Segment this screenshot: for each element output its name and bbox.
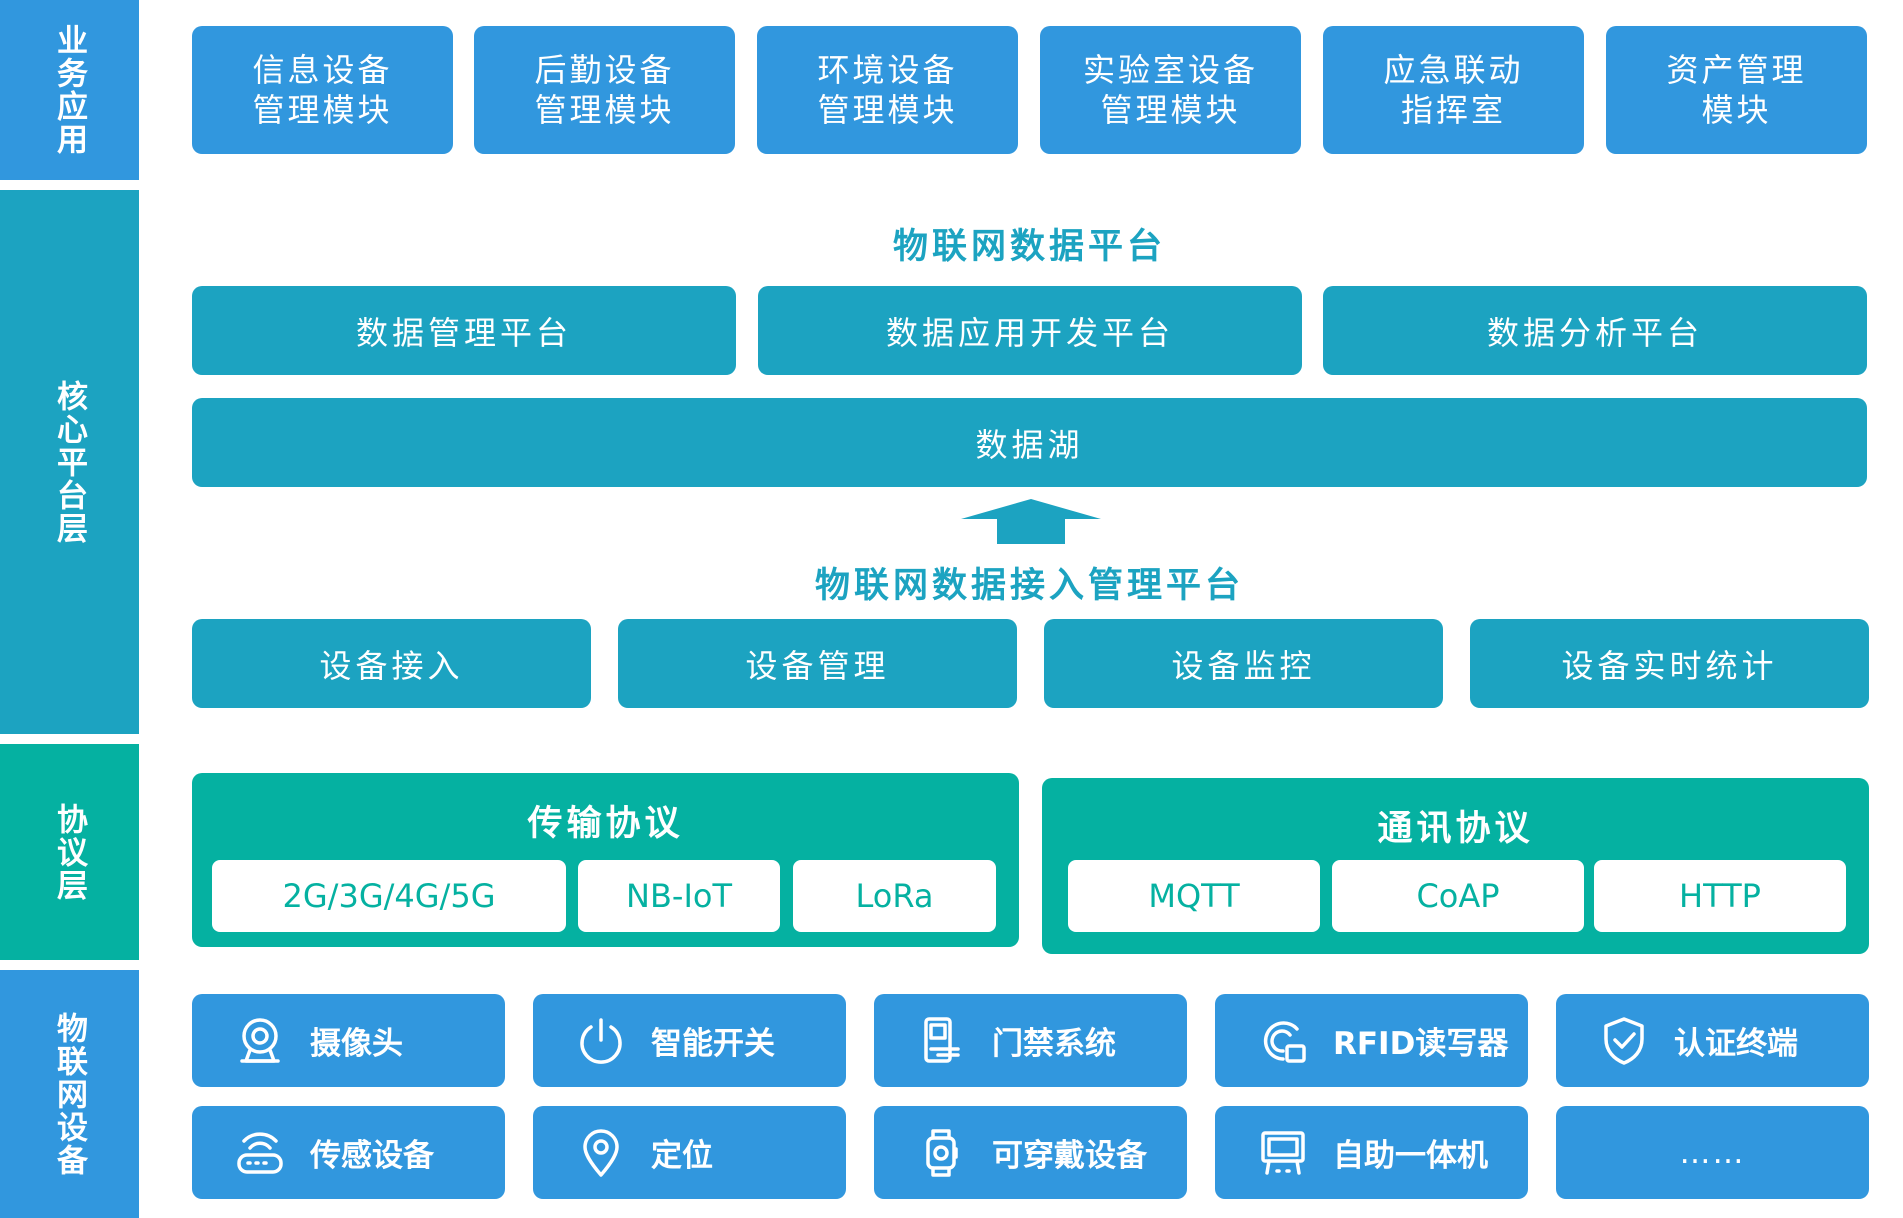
device-label: 定位 xyxy=(651,1138,713,1174)
shield-check-icon xyxy=(1598,1015,1650,1067)
app-module-label: 环境设备 管理模块 xyxy=(817,51,958,129)
app-module-lab-devices[interactable]: 实验室设备 管理模块 xyxy=(1040,26,1301,154)
device-location[interactable]: 定位 xyxy=(533,1106,846,1199)
access-module-device-management[interactable]: 设备管理 xyxy=(618,619,1017,708)
protocol-item-http[interactable]: HTTP xyxy=(1594,860,1846,932)
device-auth-terminal[interactable]: 认证终端 xyxy=(1556,994,1869,1087)
platform-data-management[interactable]: 数据管理平台 xyxy=(192,286,736,375)
app-module-label: 资产管理 模块 xyxy=(1666,51,1807,129)
device-wearable[interactable]: 可穿戴设备 xyxy=(874,1106,1187,1199)
location-pin-icon xyxy=(575,1127,627,1179)
layer-label-devices: 物联网设备 xyxy=(0,970,139,1218)
data-lake[interactable]: 数据湖 xyxy=(192,398,1867,487)
app-module-asset-management[interactable]: 资产管理 模块 xyxy=(1606,26,1867,154)
rfid-reader-icon xyxy=(1257,1015,1309,1067)
device-label: 摄像头 xyxy=(310,1026,403,1062)
data-platform-title: 物联网数据平台 xyxy=(892,227,1166,267)
app-module-environment-devices[interactable]: 环境设备 管理模块 xyxy=(757,26,1018,154)
transport-protocol-title: 传输协议 xyxy=(527,804,684,844)
device-label: 智能开关 xyxy=(651,1026,775,1062)
device-label: 认证终端 xyxy=(1674,1026,1798,1062)
app-module-emergency-command[interactable]: 应急联动 指挥室 xyxy=(1323,26,1584,154)
communication-protocol-title: 通讯协议 xyxy=(1377,809,1534,849)
layer-label-core: 核心平台层 xyxy=(0,190,139,734)
protocol-item-lora[interactable]: LoRa xyxy=(793,860,996,932)
communication-protocol-group: 通讯协议 MQTT CoAP HTTP xyxy=(1042,778,1869,954)
protocol-item-cellular[interactable]: 2G/3G/4G/5G xyxy=(212,860,566,932)
device-smart-switch[interactable]: 智能开关 xyxy=(533,994,846,1087)
device-sensor[interactable]: 传感设备 xyxy=(192,1106,505,1199)
app-module-label: 后勤设备 管理模块 xyxy=(534,51,675,129)
device-more[interactable]: …… xyxy=(1556,1106,1869,1199)
device-label: 传感设备 xyxy=(310,1138,434,1174)
protocol-item-nb-iot[interactable]: NB-IoT xyxy=(578,860,780,932)
sensor-icon xyxy=(234,1127,286,1179)
app-module-info-devices[interactable]: 信息设备 管理模块 xyxy=(192,26,453,154)
protocol-item-mqtt[interactable]: MQTT xyxy=(1068,860,1320,932)
device-self-service-kiosk[interactable]: 自助一体机 xyxy=(1215,1106,1528,1199)
app-module-logistics-devices[interactable]: 后勤设备 管理模块 xyxy=(474,26,735,154)
device-label: 门禁系统 xyxy=(992,1026,1116,1062)
app-module-label: 应急联动 指挥室 xyxy=(1383,51,1524,129)
app-module-label: 实验室设备 管理模块 xyxy=(1082,51,1258,129)
access-module-device-monitoring[interactable]: 设备监控 xyxy=(1044,619,1443,708)
platform-data-app-dev[interactable]: 数据应用开发平台 xyxy=(758,286,1302,375)
platform-data-analysis[interactable]: 数据分析平台 xyxy=(1323,286,1867,375)
access-module-realtime-stats[interactable]: 设备实时统计 xyxy=(1470,619,1869,708)
power-icon xyxy=(575,1015,627,1067)
protocol-item-coap[interactable]: CoAP xyxy=(1332,860,1584,932)
camera-icon xyxy=(234,1015,286,1067)
more-ellipsis: …… xyxy=(1679,1134,1746,1171)
kiosk-icon xyxy=(1257,1127,1309,1179)
access-platform-title: 物联网数据接入管理平台 xyxy=(814,566,1244,606)
device-label: RFID读写器 xyxy=(1333,1026,1509,1062)
device-rfid-reader[interactable]: RFID读写器 xyxy=(1215,994,1528,1087)
transport-protocol-group: 传输协议 2G/3G/4G/5G NB-IoT LoRa xyxy=(192,773,1019,947)
device-access-control[interactable]: 门禁系统 xyxy=(874,994,1187,1087)
device-camera[interactable]: 摄像头 xyxy=(192,994,505,1087)
layer-label-business: 业务应用 xyxy=(0,0,139,180)
layer-label-protocol: 协议层 xyxy=(0,744,139,960)
app-module-label: 信息设备 管理模块 xyxy=(252,51,393,129)
device-label: 可穿戴设备 xyxy=(992,1138,1147,1174)
up-arrow-icon xyxy=(961,499,1101,544)
access-module-device-access[interactable]: 设备接入 xyxy=(192,619,591,708)
access-control-icon xyxy=(916,1015,968,1067)
device-label: 自助一体机 xyxy=(1333,1138,1488,1174)
smartwatch-icon xyxy=(916,1127,968,1179)
